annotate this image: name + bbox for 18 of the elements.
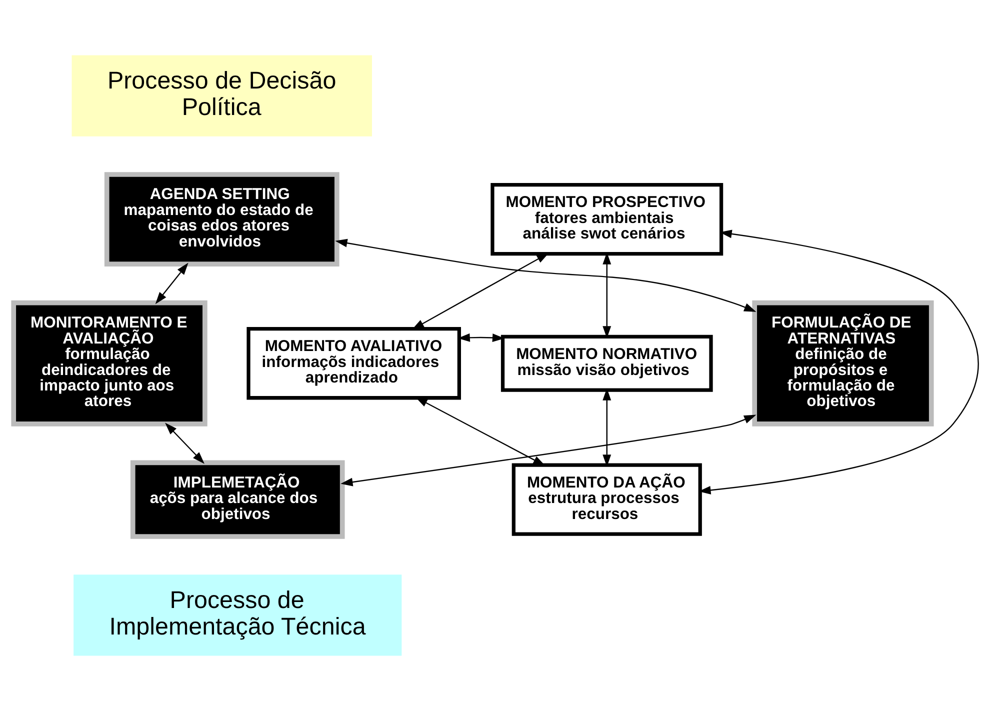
node-box: Processo de Implementação Técnica bbox=[74, 574, 402, 656]
node-box: MOMENTO NORMATIVO missão visão objetivos bbox=[500, 334, 713, 392]
node-box: MOMENTO AVALIATIVO informaçõs indicadores aprendizado bbox=[246, 327, 461, 400]
arrow bbox=[602, 388, 612, 467]
arrow bbox=[340, 414, 756, 486]
node-box: MOMENTO PROSPECTIVO fatores ambientais análise swot cenários bbox=[490, 182, 724, 256]
node-box: FORMULAÇÃO DE ATERNATIVAS definição de propósitos e formulação de objetivos bbox=[752, 300, 934, 426]
arrow bbox=[335, 238, 756, 312]
arrow bbox=[155, 262, 188, 304]
arrow bbox=[698, 230, 979, 494]
node-box: AGENDA SETTING mapamento do estado de coisas edos atores envolvidos bbox=[104, 172, 340, 267]
node-box: Processo de Decisão Política bbox=[72, 55, 372, 136]
node-box: IMPLEMETAÇÃO açõs para alcance dos objetivos bbox=[130, 460, 345, 539]
node-box: MOMENTO DA AÇÃO estrutura processos recursos bbox=[512, 463, 702, 536]
arrow bbox=[165, 422, 204, 464]
node-box: MONITORAMENTO E AVALIAÇÃO formulação deindicadores de impacto junto aos atores bbox=[11, 300, 208, 426]
arrow bbox=[412, 253, 549, 330]
arrow bbox=[415, 397, 546, 466]
